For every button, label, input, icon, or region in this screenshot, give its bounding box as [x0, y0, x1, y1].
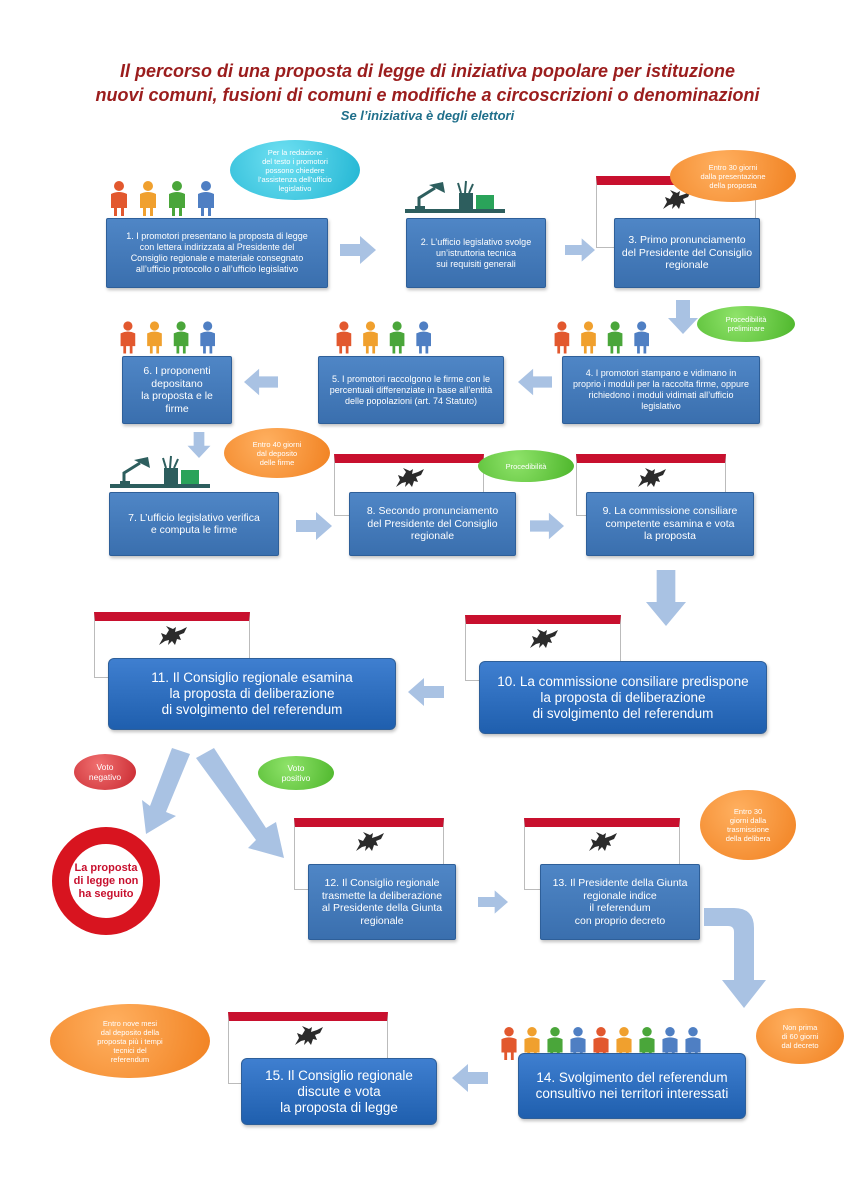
- step-6-box: 6. I proponenti depositano la proposta e…: [122, 356, 232, 424]
- arrow-icon: [187, 432, 211, 458]
- bubble-procedibilita: Procedibilità: [478, 450, 574, 482]
- step-12-box: 12. Il Consiglio regionale trasmette la …: [308, 864, 456, 940]
- bubble-voto-positivo: Voto positivo: [258, 756, 334, 790]
- step-11-box: 11. Il Consiglio regionale esamina la pr…: [108, 658, 396, 730]
- step-7-box: 7. L’ufficio legislativo verifica e comp…: [109, 492, 279, 556]
- arrow-icon: [565, 238, 595, 262]
- arrow-icon: [452, 1064, 488, 1092]
- bubble-entro-nove-mesi: Entro nove mesi dal deposito della propo…: [50, 1004, 210, 1078]
- step-1-box: 1. I promotori presentano la proposta di…: [106, 218, 328, 288]
- bubble-procedibilita-preliminare: Procedibilità preliminare: [697, 306, 795, 342]
- arrow-icon: [704, 908, 766, 1008]
- step-10-box: 10. La commissione consiliare predispone…: [479, 661, 767, 734]
- step-2-box: 2. L’ufficio legislativo svolge un’istru…: [406, 218, 546, 288]
- bubble-non-prima-60: Non prima di 60 giorni dal decreto: [756, 1008, 844, 1064]
- desk-lamp-icon: [110, 455, 210, 490]
- step-13-box: 13. Il Presidente della Giunta regionale…: [540, 864, 700, 940]
- bubble-entro30-delibera: Entro 30 giorni dalla trasmissione della…: [700, 790, 796, 860]
- title-line-1: Il percorso di una proposta di legge di …: [119, 61, 736, 81]
- people-icon: [111, 181, 214, 216]
- desk-lamp-icon: [405, 180, 505, 215]
- arrow-icon: [196, 748, 284, 858]
- step-15-box: 15. Il Consiglio regionale discute e vot…: [241, 1058, 437, 1125]
- title-line-2: nuovi comuni, fusioni di comuni e modifi…: [95, 85, 760, 105]
- bubble-entro30-presentazione: Entro 30 giorni dalla presentazione dell…: [670, 150, 796, 202]
- arrow-icon: [142, 748, 190, 834]
- arrow-icon: [340, 236, 376, 264]
- outcome-negative-ring: La proposta di legge non ha seguito: [52, 827, 160, 935]
- people-icon: [554, 321, 649, 354]
- step-14-box: 14. Svolgimento del referendum consultiv…: [518, 1053, 746, 1119]
- step-9-box: 9. La commissione consiliare competente …: [586, 492, 754, 556]
- arrow-icon: [408, 678, 444, 706]
- step-5-box: 5. I promotori raccolgono le firme con l…: [318, 356, 504, 424]
- arrow-icon: [646, 570, 686, 626]
- bubble-entro40-deposito: Entro 40 giorni dal deposito delle firme: [224, 428, 330, 478]
- arrow-icon: [244, 368, 278, 396]
- people-icon: [336, 321, 431, 354]
- bubble-assistenza: Per la redazione del testo i promotori p…: [230, 140, 360, 200]
- arrow-icon: [530, 512, 564, 540]
- arrow-icon: [296, 512, 332, 540]
- arrow-icon: [478, 890, 508, 914]
- arrow-icon: [668, 300, 698, 334]
- step-3-box: 3. Primo pronunciamento del Presidente d…: [614, 218, 760, 288]
- people-icon: [120, 321, 215, 354]
- subtitle: Se l’iniziativa è degli elettori: [340, 108, 515, 123]
- bubble-voto-negativo: Voto negativo: [74, 754, 136, 790]
- step-8-box: 8. Secondo pronunciamento del Presidente…: [349, 492, 516, 556]
- arrow-icon: [518, 368, 552, 396]
- step-4-box: 4. I promotori stampano e vidimano in pr…: [562, 356, 760, 424]
